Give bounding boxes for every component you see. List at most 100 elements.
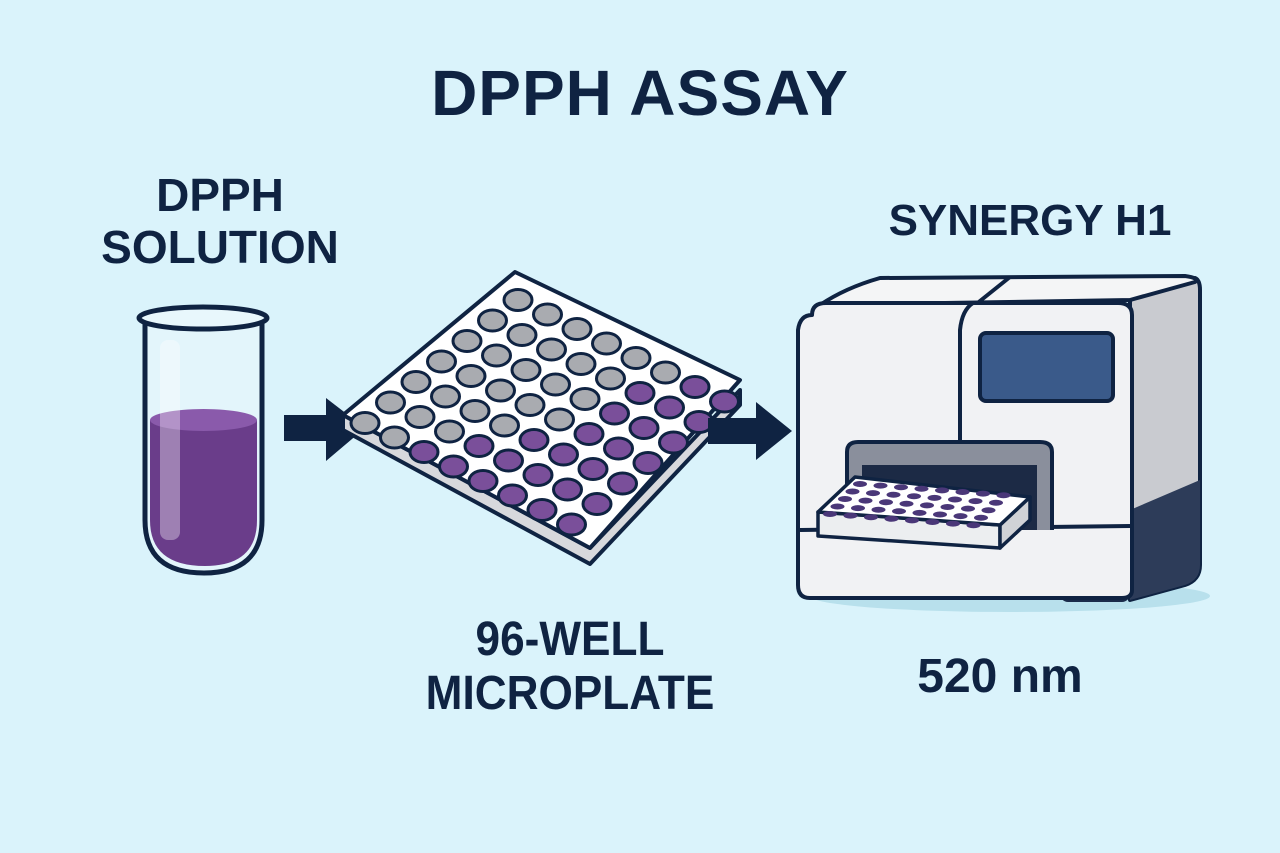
- reader-well: [899, 500, 914, 507]
- well-purple: [658, 430, 689, 455]
- reader-well: [879, 499, 893, 506]
- well-purple: [548, 442, 579, 467]
- reader-well: [871, 506, 886, 513]
- well-grey: [544, 407, 575, 432]
- reader-well: [851, 505, 865, 512]
- well-purple: [654, 395, 685, 420]
- well-grey: [477, 308, 508, 333]
- reader-well: [927, 494, 942, 501]
- reader-well: [925, 519, 940, 525]
- reader-well: [886, 491, 901, 498]
- well-purple: [632, 451, 664, 475]
- well-purple: [603, 436, 634, 461]
- well-purple: [599, 401, 630, 426]
- microplate-label-line-1: 96-WELL: [475, 613, 665, 666]
- well-grey: [451, 329, 483, 353]
- well-grey: [514, 393, 546, 417]
- dpph-solution-label: DPPH SOLUTION: [60, 169, 380, 273]
- well-purple: [438, 454, 469, 479]
- well-grey: [430, 384, 461, 409]
- well-purple: [408, 440, 440, 464]
- well-purple: [577, 457, 609, 481]
- reader-well: [845, 488, 860, 495]
- well-grey: [481, 343, 512, 368]
- reader-well: [823, 511, 837, 517]
- well-grey: [569, 387, 601, 411]
- reader-well: [940, 504, 955, 510]
- well-grey: [375, 390, 406, 415]
- well-purple: [497, 483, 528, 508]
- microplate-icon: [341, 270, 742, 566]
- reader-well: [948, 496, 962, 503]
- well-grey: [565, 352, 597, 376]
- well-grey: [532, 302, 563, 327]
- well-purple: [624, 381, 656, 405]
- well-purple: [522, 463, 554, 487]
- well-purple: [679, 375, 711, 399]
- well-purple: [518, 428, 550, 452]
- reader-well: [946, 520, 960, 527]
- well-grey: [455, 364, 487, 388]
- reader-well: [996, 492, 1011, 499]
- well-grey: [506, 323, 538, 347]
- well-grey: [426, 349, 457, 374]
- well-grey: [561, 317, 593, 341]
- reader-well: [935, 487, 949, 494]
- diagram-title: DPPH ASSAY: [431, 57, 849, 129]
- reader-well: [912, 509, 927, 516]
- reader-well: [894, 484, 908, 491]
- arrow-right-icon: [708, 402, 792, 460]
- well-purple: [628, 416, 660, 440]
- reader-display-screen: [978, 331, 1115, 403]
- well-purple: [463, 434, 495, 458]
- reader-well: [907, 493, 921, 500]
- well-grey: [489, 413, 520, 438]
- reader-well: [892, 508, 906, 515]
- well-grey: [349, 411, 381, 435]
- synergy-h1-label: SYNERGY H1: [888, 196, 1172, 245]
- reader-well: [966, 522, 981, 529]
- liquid-meniscus: [150, 409, 257, 431]
- well-grey: [502, 288, 534, 312]
- well-grey: [620, 346, 652, 370]
- reader-well: [838, 496, 852, 502]
- well-purple: [573, 422, 605, 446]
- reader-well: [843, 512, 858, 519]
- reader-well: [884, 515, 899, 522]
- well-grey: [400, 370, 432, 394]
- test-tube-icon: [136, 304, 270, 576]
- well-purple: [552, 477, 583, 502]
- reader-well: [914, 485, 929, 492]
- reader-well: [920, 502, 934, 509]
- well-grey: [650, 360, 681, 385]
- reader-well: [830, 503, 845, 510]
- reader-plate-tray: [816, 475, 1032, 550]
- well-grey: [595, 366, 626, 391]
- reader-well: [933, 511, 947, 518]
- well-grey: [404, 405, 436, 429]
- plate-wells: [349, 288, 740, 537]
- plate-reader-icon: [796, 274, 1210, 612]
- reader-well: [981, 507, 996, 514]
- well-purple: [467, 469, 499, 493]
- reader-well: [873, 482, 888, 489]
- reader-well: [955, 489, 970, 495]
- reader-well: [853, 481, 867, 487]
- reader-well: [858, 497, 873, 504]
- reader-well: [905, 517, 919, 524]
- wavelength-label: 520 nm: [917, 650, 1083, 703]
- reader-well: [866, 490, 880, 497]
- reader-well: [968, 498, 983, 505]
- well-grey: [536, 337, 567, 362]
- reader-well: [953, 513, 968, 520]
- well-grey: [379, 425, 410, 450]
- reader-well: [989, 499, 1003, 506]
- reader-well: [961, 505, 975, 512]
- well-grey: [540, 372, 571, 397]
- well-grey: [434, 419, 465, 444]
- microplate-label: 96-WELL MICROPLATE: [386, 613, 754, 721]
- dpph-liquid: [150, 420, 257, 566]
- well-grey: [510, 358, 542, 382]
- well-purple: [556, 512, 587, 537]
